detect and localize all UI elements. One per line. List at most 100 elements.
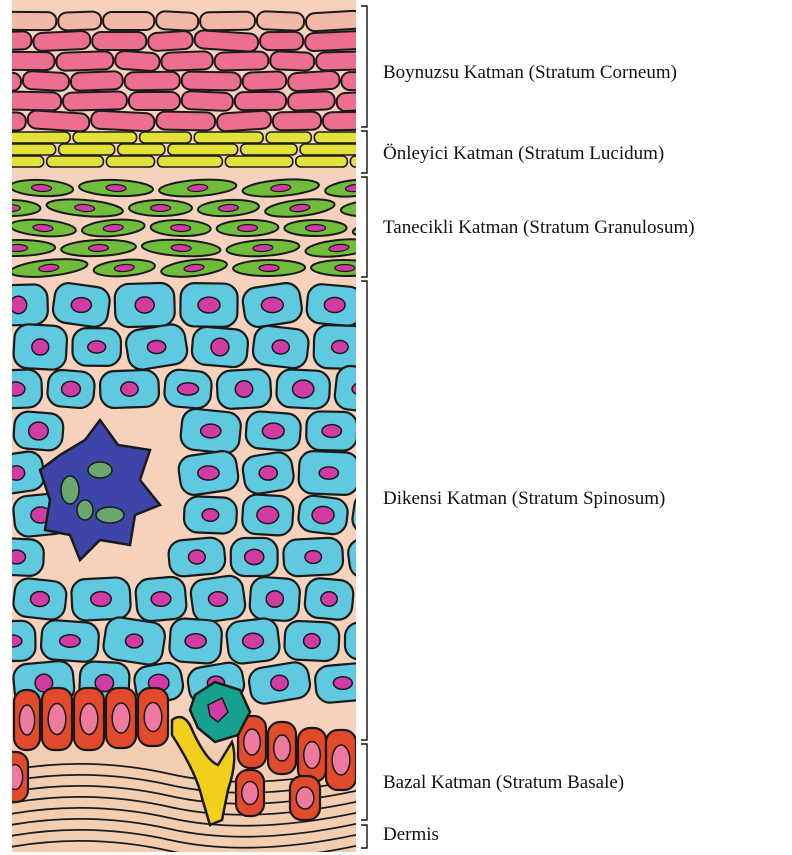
spinosum-nucleus — [386, 298, 402, 312]
spinosum-nucleus — [62, 381, 81, 396]
lucidum-cell — [47, 156, 104, 167]
spinosum-nucleus — [324, 297, 345, 312]
spinosum-nucleus — [293, 380, 314, 398]
corneum-cell — [217, 110, 272, 132]
lucidum-cell — [168, 144, 238, 155]
label-dermis: Dermis — [383, 824, 439, 846]
corneum-cell — [306, 10, 363, 31]
spinosum-nucleus — [3, 635, 22, 647]
lucidum-cell — [106, 156, 154, 167]
corneum-cell — [4, 52, 55, 70]
spinosum-nucleus — [319, 467, 338, 479]
label-stratum-spinosum: Dikensi Katman (Stratum Spinosum) — [383, 488, 665, 510]
spinosum-nucleus — [121, 382, 138, 396]
corneum-cell — [288, 91, 335, 111]
basale-nucleus — [80, 704, 98, 735]
spinosum-nucleus — [208, 592, 227, 607]
stratum-granulosum-cells — [0, 177, 422, 280]
granulosum-nucleus — [150, 204, 170, 211]
label-stratum-granulosum: Tanecikli Katman (Stratum Granulosum) — [383, 217, 695, 239]
corneum-cell — [115, 51, 160, 72]
spinosum-nucleus — [147, 340, 165, 353]
lucidum-cell — [59, 144, 115, 155]
label-stratum-basale: Bazal Katman (Stratum Basale) — [383, 772, 624, 794]
spinosum-nucleus — [272, 340, 289, 354]
corneum-cell — [0, 71, 21, 91]
spinosum-nucleus — [7, 550, 25, 564]
corneum-cell — [156, 11, 199, 31]
spinosum-nucleus — [259, 466, 277, 480]
spinosum-cell — [358, 581, 409, 618]
spinosum-nucleus — [266, 591, 283, 607]
corneum-cell — [242, 71, 286, 91]
spinosum-nucleus — [32, 339, 49, 355]
basale-nucleus — [7, 765, 22, 790]
spinosum-cell — [367, 282, 422, 329]
spinosum-nucleus — [198, 466, 219, 480]
spinosum-nucleus — [60, 635, 81, 648]
spinosum-nucleus — [188, 550, 205, 564]
corneum-cell — [156, 111, 215, 130]
bracket-dermis — [361, 825, 367, 848]
corneum-cell — [270, 51, 314, 71]
spinosum-nucleus — [235, 381, 252, 397]
lucidum-cell — [225, 156, 292, 167]
granulosum-nucleus — [305, 224, 325, 231]
spinosum-nucleus — [177, 383, 198, 395]
basale-nucleus — [112, 703, 130, 733]
basale-nucleus — [274, 735, 290, 761]
spinosum-nucleus — [373, 508, 389, 522]
spinosum-cell — [365, 454, 418, 492]
corneum-cell — [56, 51, 113, 71]
granulosum-nucleus — [237, 224, 257, 231]
spinosum-nucleus — [352, 383, 370, 396]
spinosum-nucleus — [211, 338, 229, 355]
lucidum-cell — [266, 132, 311, 143]
spinosum-nucleus — [321, 592, 337, 606]
corneum-cell — [181, 91, 233, 111]
spinosum-nucleus — [88, 341, 106, 353]
spinosum-nucleus — [312, 506, 334, 523]
spinosum-nucleus — [332, 341, 349, 354]
corneum-cell — [129, 92, 180, 110]
spinosum-nucleus — [262, 423, 284, 439]
spinosum-nucleus — [185, 634, 206, 648]
corneum-cell — [336, 91, 395, 112]
spinosum-nucleus — [10, 296, 27, 313]
corneum-cell — [161, 51, 213, 71]
corneum-cell — [257, 11, 305, 31]
spinosum-nucleus — [305, 551, 321, 564]
corneum-cell — [214, 51, 268, 70]
spinosum-nucleus — [198, 297, 220, 313]
spinosum-nucleus — [201, 424, 221, 438]
lucidum-cell — [158, 156, 223, 167]
basale-nucleus — [19, 705, 34, 735]
granulosum-nucleus — [106, 184, 126, 192]
corneum-cell — [288, 71, 340, 92]
spinosum-cell — [345, 622, 397, 659]
lucidum-cell — [0, 156, 44, 167]
corneum-cell — [316, 51, 365, 70]
label-stratum-corneum: Boynuzsu Katman (Stratum Corneum) — [383, 62, 677, 84]
lucidum-cell — [241, 144, 297, 155]
bracket-basale — [361, 744, 367, 820]
spinosum-nucleus — [243, 633, 264, 648]
lucidum-cell — [73, 132, 136, 143]
corneum-cell — [148, 31, 193, 52]
granulosum-nucleus — [0, 204, 20, 211]
basale-nucleus — [332, 745, 350, 775]
corneum-cell — [194, 30, 259, 52]
corneum-cell — [341, 72, 382, 91]
corneum-cell — [27, 110, 89, 132]
granulosum-nucleus — [8, 244, 28, 251]
bracket-granulosum — [361, 177, 367, 277]
spinosum-nucleus — [6, 382, 25, 396]
lucidum-cell — [118, 144, 165, 155]
corneum-cell — [23, 71, 70, 91]
corneum-cell — [58, 11, 101, 30]
bracket-spinosum — [361, 281, 367, 740]
label-stratum-lucidum: Önleyici Katman (Stratum Lucidum) — [383, 143, 664, 165]
lucidum-cell — [296, 156, 348, 167]
